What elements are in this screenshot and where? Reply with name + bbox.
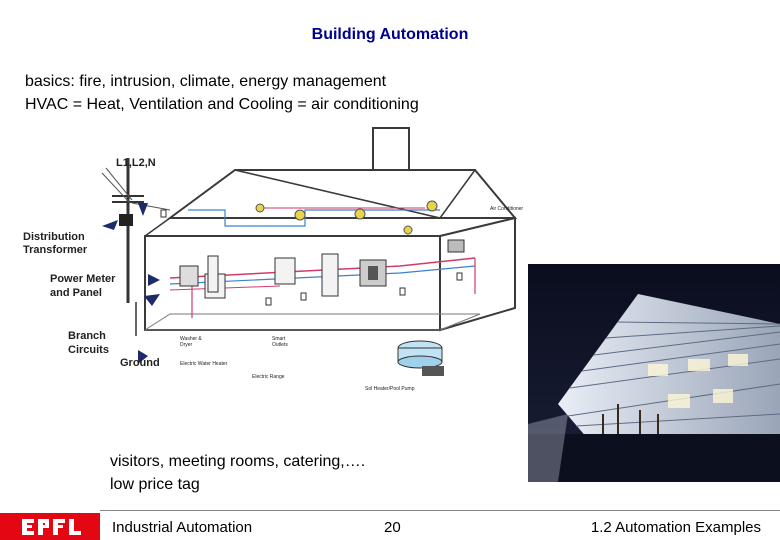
arrow [102,220,118,230]
roof [170,170,515,218]
transformer [119,214,133,226]
distribution-label: Distribution [23,231,85,243]
house-wiring-diagram: L1,L2,N Distribution Transformer Power M… [20,118,540,410]
washer-label: Dryer [180,342,193,348]
ac-unit [448,240,464,252]
epfl-logo [0,513,100,540]
range [275,258,295,284]
outlet [266,298,271,305]
ground-label: Ground [120,357,160,369]
ceiling-light [256,204,264,212]
branch-label: Circuits [68,344,109,356]
supply-label: L1,L2,N [116,157,156,169]
ceiling-light [427,201,437,211]
outlet [400,288,405,295]
water-heater-label: Electric Water Heater [180,361,228,367]
power-meter-label: Power Meter [50,273,116,285]
branch-label: Branch [68,330,106,342]
bullet-item: HVAC = Heat, Ventilation and Cooling = a… [25,93,419,116]
course-name: Industrial Automation [112,519,252,536]
building-photo [528,264,780,482]
bullet-list: basics: fire, intrusion, climate, energy… [25,70,419,116]
notes-list: visitors, meeting rooms, catering,…. low… [110,450,365,496]
footer-divider [100,510,780,511]
ceiling-light [295,210,305,220]
section-name: 1.2 Automation Examples [591,519,761,536]
note-item: visitors, meeting rooms, catering,…. [110,450,365,473]
switch [161,210,166,217]
power-panel [180,266,198,286]
bullet-item: basics: fire, intrusion, climate, energy… [25,70,419,93]
appliance [368,266,378,280]
distribution-label: Transformer [23,244,88,256]
footer: Industrial Automation 20 1.2 Automation … [0,510,780,540]
ac-label: Air Conditioner [490,206,523,212]
slide-title: Building Automation [0,26,780,44]
fridge [322,254,338,296]
page-number: 20 [384,519,401,536]
smart-outlets-label: Outlets [272,342,288,348]
water-heater [208,256,218,292]
pool-label: Sol Heater/Pool Pump [365,386,415,392]
range-label: Electric Range [252,374,285,380]
ceiling-light [404,226,412,234]
pool-pump [422,366,444,376]
arrow [138,203,148,216]
note-item: low price tag [110,473,365,496]
house-side [440,218,515,330]
outlet [457,273,462,280]
power-meter-label: and Panel [50,287,102,299]
ceiling-light [355,209,365,219]
outlet [301,293,306,300]
chimney [373,128,409,172]
